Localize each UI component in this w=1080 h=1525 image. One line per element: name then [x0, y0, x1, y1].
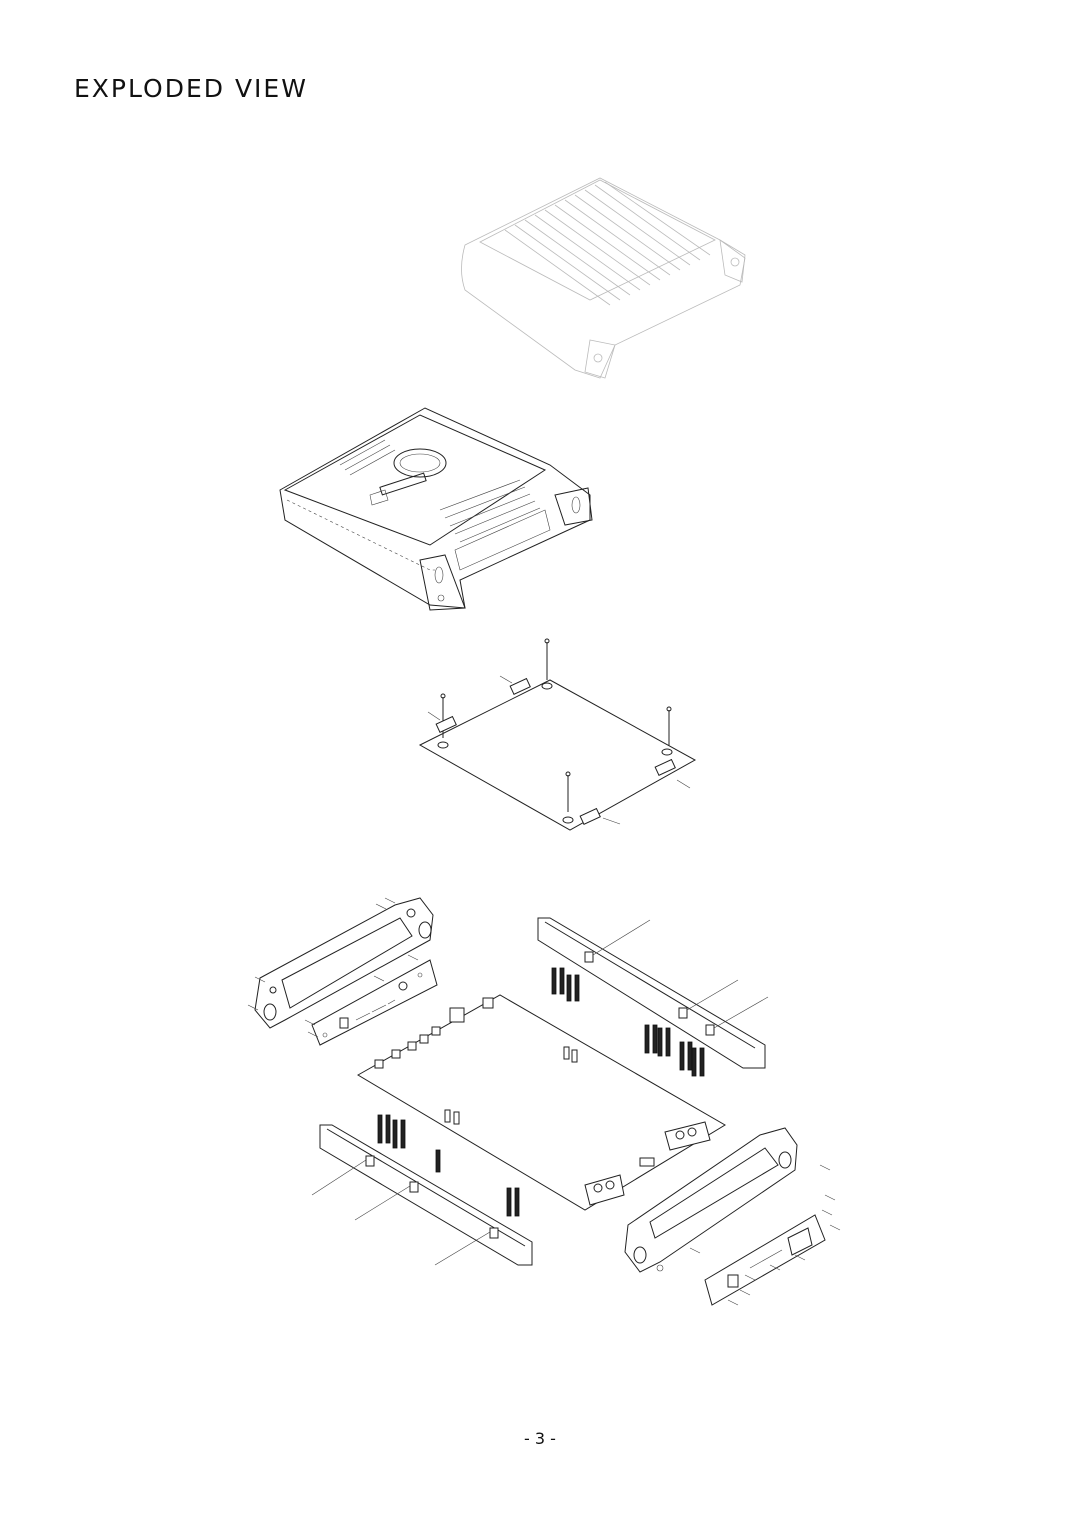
top-heatsink-cover — [461, 177, 746, 379]
amplifier-assembly — [279, 407, 593, 611]
pcb-mounting-plate — [418, 638, 697, 831]
internal-components-exploded — [247, 897, 841, 1306]
page-title: EXPLODED VIEW — [74, 74, 308, 103]
page-number: - 3 - — [524, 1429, 556, 1448]
